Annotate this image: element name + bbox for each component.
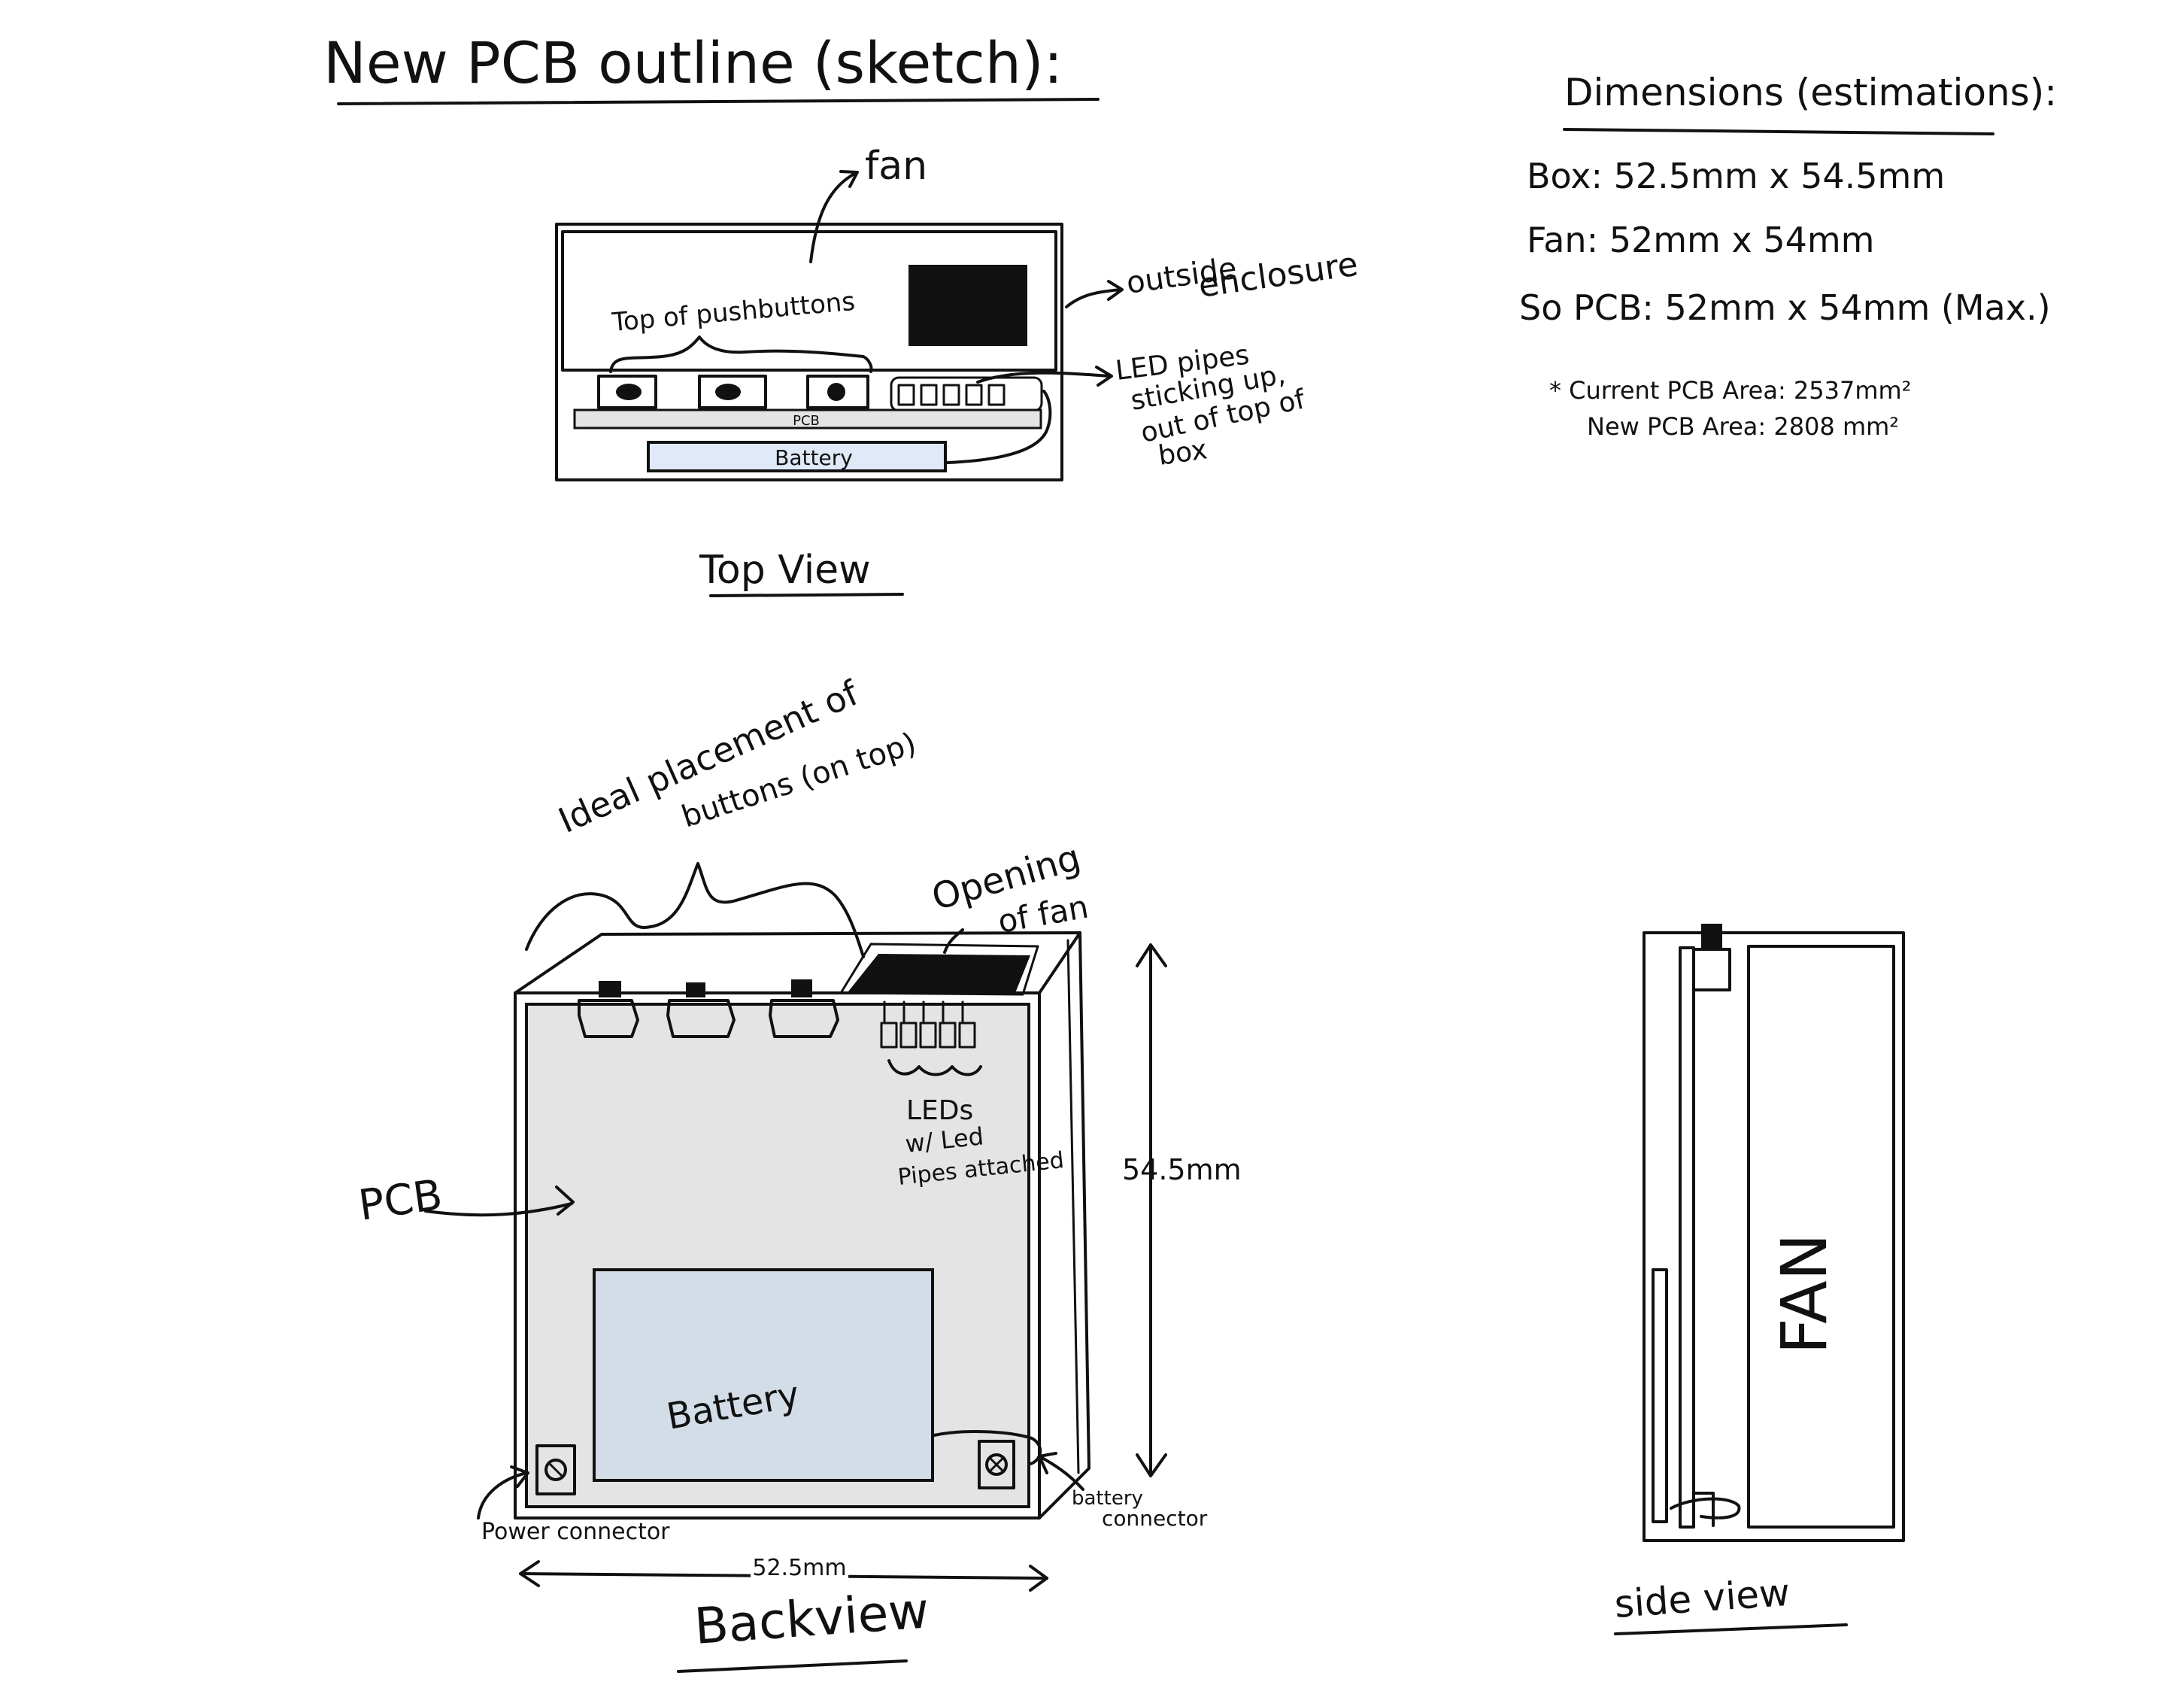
width-arrow-right (1029, 1565, 1048, 1592)
buttons-placement-brace (525, 862, 865, 958)
back-button-3-cap (791, 979, 812, 997)
width-arrow-left (519, 1560, 540, 1587)
back-view-box-side-inner (1066, 939, 1080, 1474)
top-view-pcb-label: PCB (793, 413, 820, 429)
battery-connector-arrow (1038, 1452, 1084, 1491)
side-view-battery (1652, 1268, 1668, 1523)
side-view-fan (1747, 945, 1895, 1529)
top-fan-arrow (809, 170, 859, 263)
top-fan-label: fan (865, 144, 927, 189)
back-button-3 (769, 999, 839, 1038)
top-view-enclosure (555, 223, 1063, 481)
top-view-fan-area (561, 230, 1057, 372)
power-connector-pin (544, 1459, 567, 1481)
height-arrow-bottom (1136, 1453, 1167, 1477)
battery-connector-label-2: connector (1102, 1506, 1208, 1531)
dimensions-heading: Dimensions (estimations): (1564, 71, 2057, 114)
top-view-battery-label: Battery (775, 445, 853, 470)
page-title: New PCB outline (sketch): (323, 29, 1063, 96)
height-arrow-top (1136, 943, 1167, 967)
power-connector-pin-mark (548, 1462, 563, 1477)
led-pipes-label-4: box (1157, 434, 1209, 472)
battery-connector (978, 1440, 1015, 1489)
top-led-pipe-1 (897, 384, 915, 406)
enclosure-arrow (1065, 280, 1124, 308)
battery-connector-pin (985, 1453, 1008, 1476)
top-view: PCB Battery fan Top of pushbuttons outsi… (555, 144, 1360, 597)
top-led-pipe-3 (942, 384, 960, 406)
back-led-1 (880, 1022, 898, 1049)
top-pushbutton-1-cap (616, 384, 642, 400)
pcb-dimensions: So PCB: 52mm x 54mm (Max.) (1519, 287, 2051, 328)
back-led-3 (919, 1022, 937, 1049)
top-view-fan-opening (908, 265, 1027, 346)
back-view-caption-underline (677, 1659, 908, 1673)
title-underline (337, 98, 1100, 105)
back-button-2-cap (686, 982, 705, 997)
side-view-fan-label: FAN (1767, 1234, 1841, 1355)
side-view: FAN side view (1613, 924, 1905, 1635)
power-connector-label: Power connector (481, 1519, 670, 1545)
back-led-4 (939, 1022, 957, 1049)
current-pcb-area: * Current PCB Area: 2537mm² (1549, 376, 1912, 405)
top-led-pipe-2 (920, 384, 938, 406)
top-battery-wire (946, 390, 1052, 464)
back-pcb-arrow (424, 1186, 575, 1217)
side-view-caption-underline (1614, 1623, 1848, 1635)
top-view-caption: Top View (699, 548, 871, 593)
battery-connector-label-1: battery (1072, 1487, 1143, 1510)
side-view-enclosure (1643, 931, 1905, 1542)
back-button-2 (666, 999, 736, 1038)
width-label-backdrop (751, 1554, 848, 1584)
back-led-5 (958, 1022, 976, 1049)
top-view-caption-underline (709, 593, 904, 597)
fan-dimensions: Fan: 52mm x 54mm (1527, 220, 1874, 260)
back-view-box-side (1038, 931, 1090, 1520)
side-view-button (1692, 948, 1731, 991)
back-view-fan-opening (848, 954, 1030, 993)
top-led-pipe-5 (987, 384, 1006, 406)
back-fan-opening-outline (839, 943, 1039, 996)
back-led-2 (899, 1022, 918, 1049)
back-view: Battery Ideal placement of buttons (on t… (356, 672, 1242, 1673)
back-button-1 (578, 999, 639, 1038)
fan-opening-arrow (943, 928, 964, 954)
new-pcb-area: New PCB Area: 2808 mm² (1587, 412, 1899, 441)
dimensions-block: Dimensions (estimations): Box: 52.5mm x … (1519, 71, 2057, 441)
dimensions-underline (1563, 128, 1994, 135)
top-pushbutton-3-cap (827, 383, 845, 401)
battery-connector-pin-mark (989, 1457, 1004, 1472)
power-connector (535, 1444, 576, 1495)
back-pcb-label: PCB (356, 1170, 445, 1231)
top-pushbuttons-label: Top of pushbuttons (610, 287, 856, 338)
leds-label-1: LEDs (906, 1095, 973, 1126)
box-dimensions: Box: 52.5mm x 54.5mm (1527, 156, 1945, 196)
leds-brace (887, 1059, 982, 1076)
power-connector-arrow (477, 1465, 529, 1520)
top-pushbutton-2 (698, 375, 767, 409)
height-dimension-label: 54.5mm (1122, 1153, 1242, 1186)
back-view-caption: Backview (693, 1581, 931, 1656)
side-view-caption: side view (1613, 1571, 1791, 1626)
top-pushbutton-2-cap (715, 384, 741, 400)
back-view-enclosure (514, 991, 1041, 1520)
back-view-battery (593, 1268, 934, 1482)
side-view-pcb (1679, 946, 1695, 1529)
top-view-pcb (573, 408, 1042, 430)
led-pipes-arrow (976, 366, 1113, 387)
top-pushbutton-3 (806, 375, 869, 409)
back-button-1-cap (599, 981, 621, 997)
back-led-pipes (883, 1000, 964, 1025)
pushbuttons-brace (609, 335, 873, 373)
top-led-pipe-4 (965, 384, 983, 406)
side-view-connector (1670, 1492, 1741, 1527)
top-view-battery (647, 441, 947, 472)
top-pushbutton-1 (597, 375, 657, 409)
back-view-box-top (514, 931, 1081, 994)
width-dimension-label: 52.5mm (752, 1555, 846, 1581)
fan-opening-hatch (912, 269, 1026, 344)
side-view-button-cap (1701, 924, 1722, 948)
